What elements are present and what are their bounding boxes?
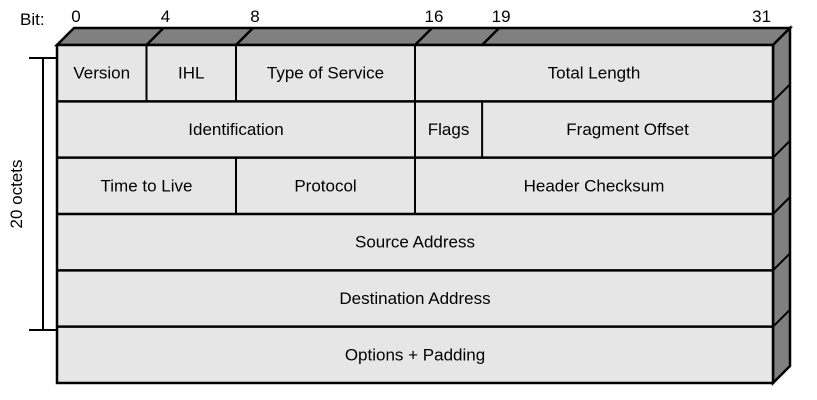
bit-tick-label: 19	[492, 7, 511, 26]
bit-tick-label: 31	[752, 7, 771, 26]
bit-tick-label: 0	[71, 7, 80, 26]
side-face-crease	[772, 83, 791, 103]
field-label: Total Length	[548, 64, 641, 83]
bit-tick-label: 16	[425, 7, 444, 26]
octet-bracket	[29, 57, 57, 331]
bit-tick-label: 4	[161, 7, 170, 26]
octets-caption-label: 20 octets	[7, 160, 26, 229]
field-label: Options + Padding	[345, 345, 485, 364]
field-label: Identification	[188, 120, 283, 139]
bit-tick-mark	[235, 27, 254, 46]
field-labels: Version IHL Type of Service Total LengthIde…	[73, 64, 689, 365]
field-label: Header Checksum	[524, 176, 665, 195]
bit-caption-label: Bit:	[20, 10, 45, 29]
bit-tick-mark	[145, 27, 165, 46]
side-face-crease	[772, 308, 791, 328]
bit-tick-mark	[414, 27, 433, 46]
field-label: Destination Address	[339, 289, 490, 308]
field-label: Source Address	[355, 233, 475, 252]
side-face-crease	[772, 252, 791, 272]
field-label: Fragment Offset	[566, 120, 689, 139]
side-face-crease	[772, 139, 791, 159]
header-block-3d	[53, 24, 794, 386]
bit-ruler: 0 4 8 16 19 31	[71, 7, 771, 46]
field-label: IHL	[178, 64, 204, 83]
field-label: Protocol	[294, 176, 356, 195]
field-label: Flags	[428, 120, 470, 139]
field-label: Type of Service	[267, 64, 384, 83]
side-face-crease	[772, 196, 791, 215]
field-label: Time to Live	[101, 176, 193, 195]
bit-tick-label: 8	[250, 7, 259, 26]
field-label: Version	[73, 64, 130, 83]
bit-tick-mark	[481, 27, 501, 46]
